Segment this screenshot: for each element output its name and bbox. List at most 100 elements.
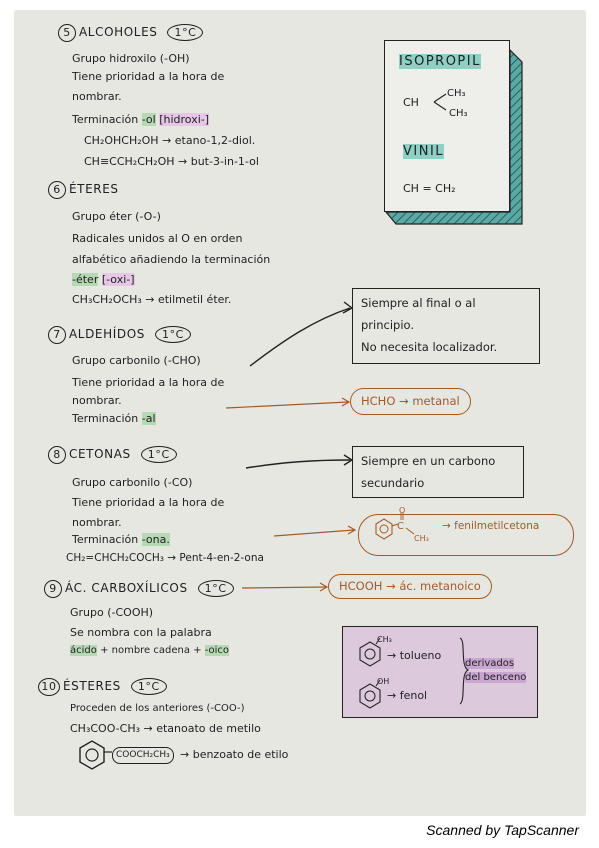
- benzene-ring-icon: [79, 740, 112, 770]
- hand-drawings: [79, 48, 523, 770]
- derivatives-label: derivados: [465, 658, 515, 669]
- section-number: 5: [58, 24, 76, 42]
- section-title: ÁC. CARBOXÍLICOS: [65, 581, 188, 595]
- formula-example: CH₃CH₂OCH₃ → etilmetil éter.: [72, 293, 232, 306]
- carbon-badge: 1°C: [140, 446, 177, 463]
- arrow: [249, 307, 351, 367]
- formula-ch3: CH₃: [447, 88, 466, 99]
- ending-suffix: -ona.: [141, 533, 170, 546]
- note-line: Grupo carbonilo (-CO): [72, 476, 193, 489]
- note-line: ácido + nombre cadena + -oico: [70, 644, 230, 657]
- section-number: 8: [48, 446, 66, 464]
- benzene-derivatives-box: CH₃ → tolueno OH → fenol derivados del b…: [342, 626, 538, 718]
- benzene-ring-icon: [359, 637, 381, 667]
- carbon-badge: 1°C: [130, 678, 167, 695]
- hcho-example: HCHO → metanal: [350, 388, 471, 415]
- scanner-watermark: Scanned by TapScanner: [426, 822, 579, 838]
- derivatives-label: del benceno: [465, 672, 527, 683]
- ketone-ch3: CH₃: [414, 534, 429, 543]
- benzene-ring-icon: [359, 679, 381, 709]
- ketone-name: → fenilmetilcetona: [442, 520, 540, 532]
- formula-example: → benzoato de etilo: [180, 748, 289, 761]
- carbon-badge: 1°C: [167, 24, 204, 41]
- section-number: 6: [48, 181, 66, 199]
- note-text: + nombre cadena +: [100, 645, 202, 656]
- prefix-bracket: [-oxi-]: [101, 273, 135, 286]
- ending-suffix: -ol: [141, 113, 156, 126]
- ending-suffix: -éter: [72, 273, 99, 286]
- note-line: No necesita localizador.: [361, 340, 498, 354]
- formula-example: CH₂=CHCH₂COCH₃ → Pent-4-en-2-ona: [66, 552, 264, 564]
- note-line: alfabético añadiendo la terminación: [72, 253, 271, 266]
- section-number: 7: [48, 326, 66, 344]
- section-title: ALCOHOLES: [79, 25, 158, 39]
- note-line: secundario: [361, 476, 425, 490]
- ester-group-circled: COOCH₂CH₃: [112, 747, 174, 764]
- brace: [459, 637, 470, 705]
- note-line: Tiene prioridad a la hora de: [72, 70, 225, 83]
- section-title: ALDEHÍDOS: [69, 327, 145, 341]
- note-line: nombrar.: [72, 394, 122, 407]
- note-line: -éter [-oxi-]: [72, 273, 135, 286]
- note-line: principio.: [361, 318, 415, 332]
- note-line: Terminación -ona.: [72, 533, 170, 546]
- card-title-vinil: VINIL: [403, 144, 445, 159]
- carbon-badge: 1°C: [154, 326, 191, 343]
- highlight-word: ácido: [70, 645, 97, 656]
- section-title: ÉSTERES: [63, 679, 121, 693]
- carbon-badge: 1°C: [197, 580, 234, 597]
- section-title: CETONAS: [69, 447, 131, 461]
- note-line: nombrar.: [72, 516, 122, 529]
- section-number: 10: [38, 678, 60, 696]
- radicals-card: ISOPROPIL CH CH₃ CH₃ VINIL CH = CH₂: [384, 40, 510, 212]
- note-line: Grupo éter (-O-): [72, 210, 161, 223]
- ketone-c: C: [397, 521, 404, 532]
- ketone-o: O: [399, 506, 406, 515]
- arrow: [273, 529, 355, 537]
- card-shadow: [384, 48, 523, 225]
- section-title: ÉTERES: [69, 182, 119, 196]
- note-line: nombrar.: [72, 90, 122, 103]
- prefix-bracket: [hidroxi-]: [159, 113, 210, 126]
- ending-label: Terminación: [72, 533, 139, 546]
- note-line: Grupo hidroxilo (-OH): [72, 52, 190, 65]
- card-title-isopropil: ISOPROPIL: [399, 54, 481, 69]
- formula-example: CH≡CCH₂CH₂OH → but-3-in-1-ol: [84, 155, 259, 168]
- note-line: Tiene prioridad a la hora de: [72, 496, 225, 509]
- toluene-ch3: CH₃: [377, 635, 392, 644]
- note-line: Terminación -al: [72, 412, 156, 425]
- phenol-oh: OH: [377, 677, 390, 686]
- formula-example: CH₃COO-CH₃ → etanoato de metilo: [70, 722, 261, 735]
- formula-vinil: CH = CH₂: [403, 182, 456, 195]
- note-line: Radicales unidos al O en orden: [72, 232, 243, 245]
- ending-suffix: -al: [141, 412, 156, 425]
- ketone-example-bubble: [358, 514, 574, 556]
- note-line: Grupo carbonilo (-CHO): [72, 354, 201, 367]
- arrow: [225, 401, 349, 409]
- arrow: [241, 586, 327, 589]
- note-line: Siempre en un carbono: [361, 454, 496, 468]
- hcooh-example: HCOOH → ác. metanoico: [328, 574, 492, 599]
- note-line: Proceden de los anteriores (-COO-): [70, 703, 245, 714]
- note-line: Tiene prioridad a la hora de: [72, 376, 225, 389]
- aldehyde-note-box: Siempre al final o al principio. No nece…: [352, 288, 540, 364]
- note-line: Grupo (-COOH): [70, 606, 154, 619]
- arrow: [245, 459, 351, 469]
- note-line: Terminación -ol [hidroxi-]: [72, 113, 210, 126]
- note-line: Siempre al final o al: [361, 296, 476, 310]
- ending-suffix: -oico: [204, 645, 230, 656]
- formula-example: CH₂OHCH₂OH → etano-1,2-diol.: [84, 134, 256, 147]
- section-number: 9: [44, 580, 62, 598]
- formula-ch: CH: [403, 96, 419, 109]
- ketone-note-box: Siempre en un carbono secundario: [352, 446, 524, 498]
- toluene-label: → tolueno: [387, 649, 442, 662]
- ending-label: Terminación: [72, 412, 139, 425]
- phenol-label: → fenol: [387, 689, 428, 702]
- formula-ch3: CH₃: [449, 108, 468, 119]
